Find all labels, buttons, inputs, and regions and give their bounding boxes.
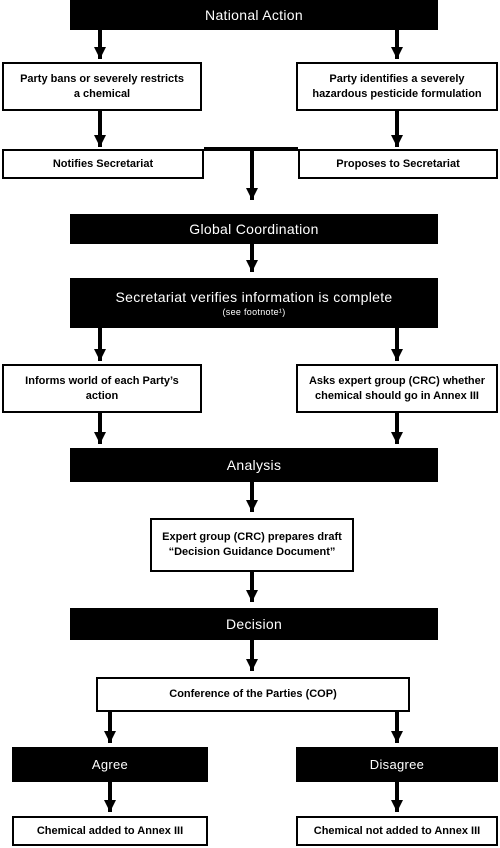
national-action-title: National Action [205,7,303,23]
cop-box: Conference of the Parties (COP) [96,677,410,712]
disagree-header: Disagree [296,747,498,782]
crc-draft-box: Expert group (CRC) prepares draft “Decis… [150,518,354,572]
proposes-secretariat-label: Proposes to Secretariat [336,157,460,170]
informs-world-box: Informs world of each Party’s action [2,364,202,413]
ban-restrict-line-1: Party bans or severely restricts [20,72,184,85]
chemical-added-box: Chemical added to Annex III [12,816,208,846]
informs-world-label: Informs world of each Party’s action [25,374,179,402]
ban-restrict-line-2: a chemical [73,87,131,100]
asks-expert-group-box: Asks expert group (CRC) whether chemical… [296,364,498,413]
hazardous-formulation-box: Party identifies a severely hazardous pe… [296,62,498,111]
global-coordination-title: Global Coordination [189,221,319,237]
hazardous-formulation-line-2: hazardous pesticide formulation [312,87,482,100]
analysis-header: Analysis [70,448,438,482]
crc-draft-line-1: Expert group (CRC) prepares draft [162,531,342,543]
analysis-title: Analysis [226,457,282,473]
secretariat-verifies-box: Secretariat verifies information is comp… [70,278,438,328]
chemical-not-added-box: Chemical not added to Annex III [296,816,498,846]
asks-expert-group-line-2: chemical should go in Annex III [314,389,479,402]
hazardous-formulation-line-1: Party identifies a severely [329,72,465,85]
ban-restrict-box: Party bans or severely restricts a chemi… [2,62,202,111]
secretariat-verifies-label: Secretariat verifies information is comp… [115,289,393,305]
global-coordination-header: Global Coordination [70,214,438,244]
national-action-header: National Action [70,0,438,30]
decision-title: Decision [225,616,283,632]
notifies-secretariat-label: Notifies Secretariat [52,157,154,170]
footnote-reference: (see footnote¹) [222,307,286,317]
agree-header: Agree [12,747,208,782]
disagree-label: Disagree [369,757,425,772]
chemical-not-added-label: Chemical not added to Annex III [313,824,481,837]
asks-expert-group-line-1: Asks expert group (CRC) whether [308,374,486,387]
notifies-secretariat-box: Notifies Secretariat [2,149,204,179]
cop-label: Conference of the Parties (COP) [169,688,337,700]
crc-draft-line-2: “Decision Guidance Document” [168,546,336,558]
chemical-added-label: Chemical added to Annex III [36,824,184,837]
decision-header: Decision [70,608,438,640]
proposes-secretariat-box: Proposes to Secretariat [298,149,498,179]
agree-label: Agree [91,757,129,772]
